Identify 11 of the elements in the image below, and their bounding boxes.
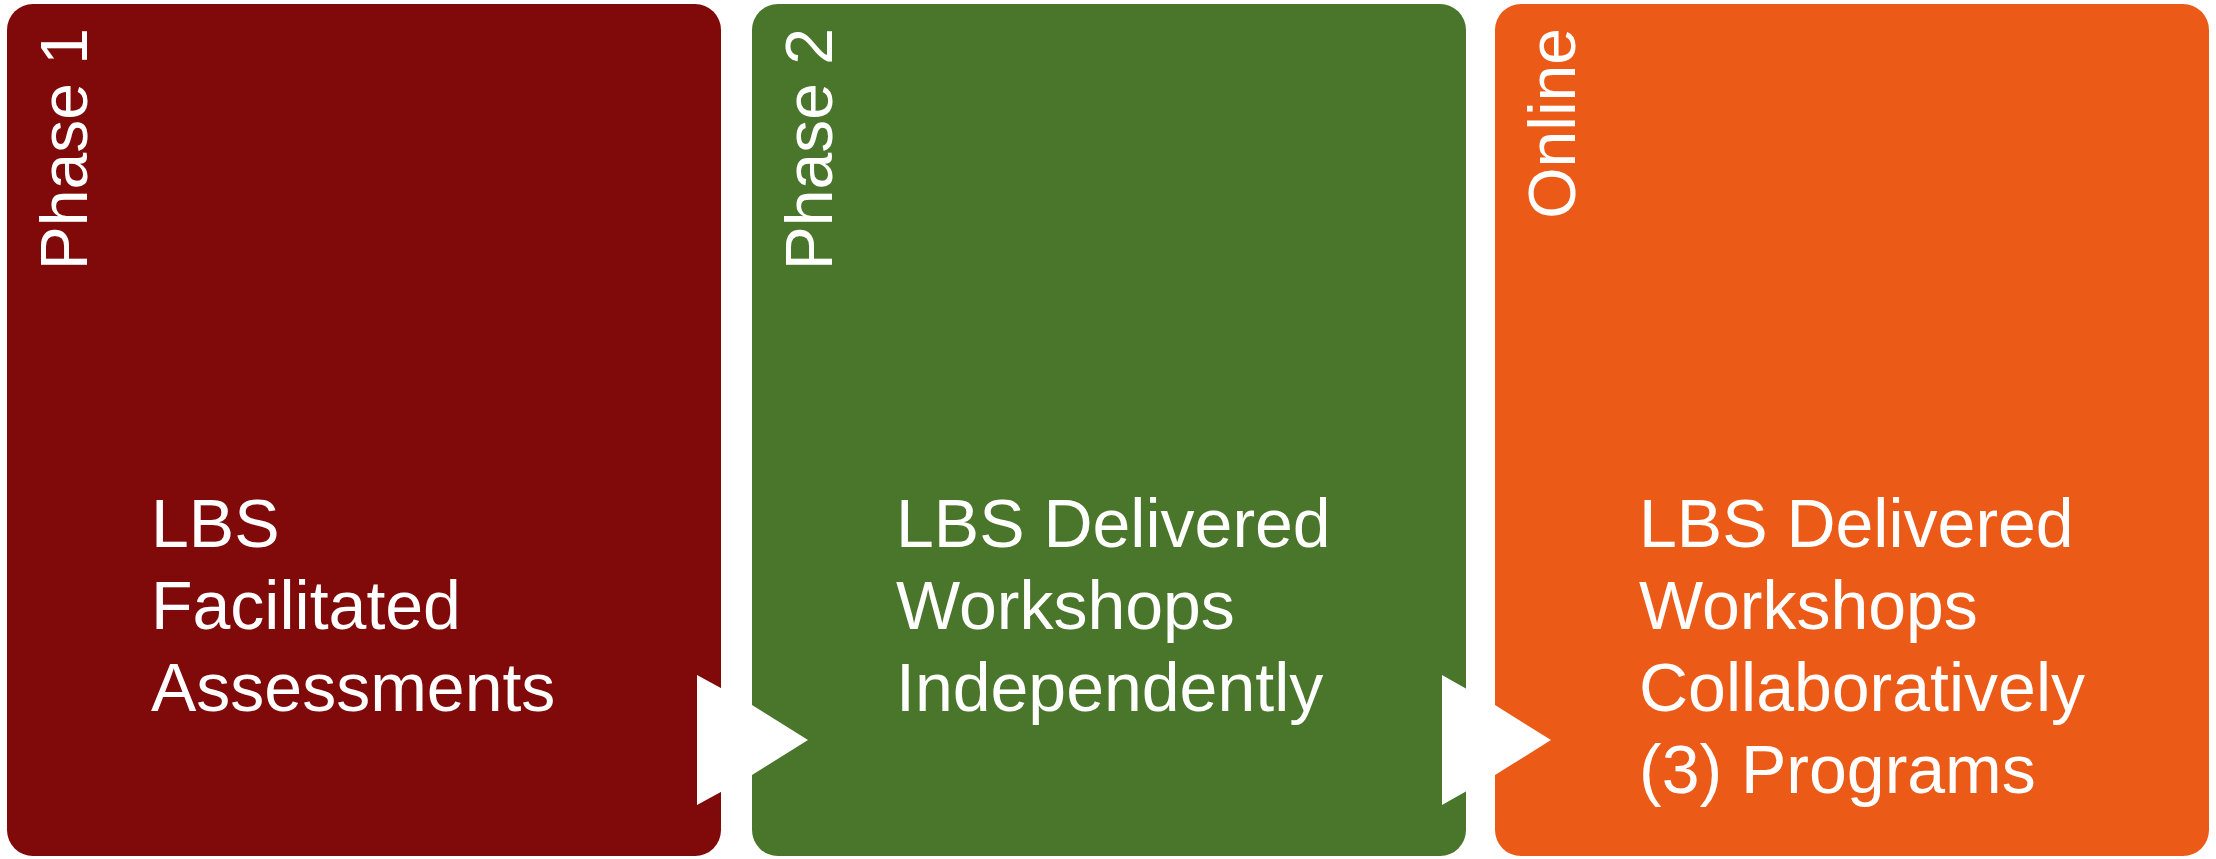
phase-box [7, 4, 721, 856]
phase-title: Online [1519, 28, 1585, 219]
phase-box [752, 4, 1466, 856]
phase-title: Phase 1 [31, 28, 97, 271]
phase-description: LBS Facilitated Assessments [151, 484, 557, 727]
arrow [697, 675, 808, 805]
phase-description: LBS Delivered Workshops Independently [896, 484, 1332, 727]
arrow [1442, 675, 1551, 805]
phase-title: Phase 2 [776, 28, 842, 271]
phase-description: LBS Delivered Workshops Collaboratively (3) Programs [1639, 484, 2086, 809]
phase-box [1495, 4, 2209, 856]
